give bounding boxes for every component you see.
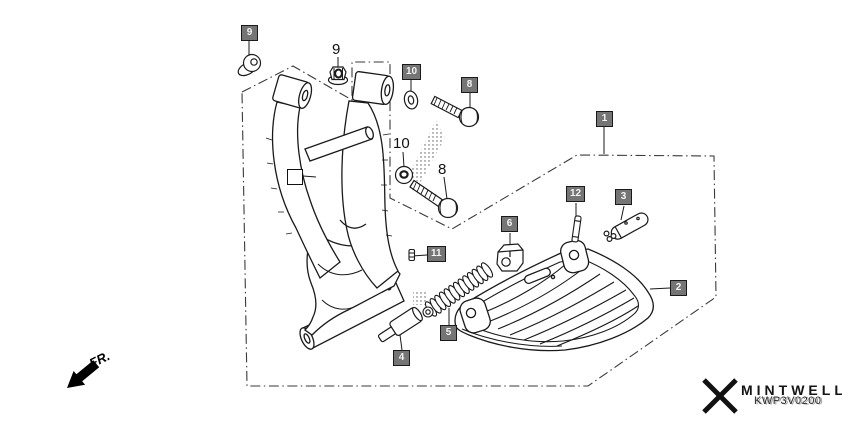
stipple-patch-upper [408,120,445,183]
callout-box-3[interactable]: 3 [615,189,632,205]
part-9-cap-nut [237,53,262,77]
stipple-patch-lower [413,291,428,305]
frame-hatch-ticks [265,133,393,237]
frame-press-line-2 [321,299,359,310]
assembly-boundary [241,61,717,387]
part-4-collar [377,306,423,343]
part-5-spring [422,262,494,318]
part-code-watermark: KWP3V0200 [754,395,822,407]
callout-box-2[interactable]: 2 [670,280,687,296]
frame-right-bushing [351,71,395,106]
part-3-hole-a [624,221,628,225]
footboard [454,239,654,352]
part-12-pin [571,215,582,243]
part-11-pin [408,248,416,262]
frame-left-leg [271,101,341,280]
footboard-hole-dot [550,274,556,280]
callout-box-9[interactable]: 9 [241,25,258,41]
footboard-ribs [479,263,639,347]
cross-tube-end [365,126,374,140]
callout-box-8[interactable]: 8 [461,77,478,93]
stand-frame [265,71,405,350]
callout-box-4[interactable]: 4 [393,350,410,366]
fr-arrow-icon [67,360,100,388]
part-6-stopper [496,243,524,272]
callout-plain-10: 10 [393,135,410,152]
frame-right-leg [341,100,399,289]
part-3-hole-b [636,216,640,221]
callout-box-6[interactable]: 6 [501,216,518,232]
part-8-bolt-lower [409,179,459,219]
part-8-bolt-upper [430,95,480,128]
frame-weld-arch [339,219,367,229]
part-3-clip [603,230,610,237]
part-10-washer-lower [394,165,414,185]
callout-box-10[interactable]: 10 [402,64,422,80]
callout-box-blank[interactable] [287,169,303,185]
frame-left-bushing [272,74,313,109]
pivot-tube-bore [303,333,311,344]
footboard-right-lug-hole [568,249,580,261]
footboard-mat [468,258,640,343]
footboard-left-lug-hole [465,307,477,319]
callout-plain-9: 9 [332,41,341,58]
part-9-flange-nut [327,66,349,86]
footboard-tab [524,267,551,285]
callout-box-1[interactable]: 1 [596,111,613,127]
brand-mark-icon [702,378,738,414]
frame-press-line-1 [317,263,363,276]
callout-box-11[interactable]: 11 [427,246,446,262]
part-3-pin [603,212,649,243]
callout-box-5[interactable]: 5 [440,325,457,341]
callout-plain-8: 8 [438,161,447,178]
brand-name: MINTWELL [741,382,842,398]
callout-box-12[interactable]: 12 [566,186,586,202]
callout-leader-lines [248,41,671,351]
part-10-washer-upper [403,90,419,110]
